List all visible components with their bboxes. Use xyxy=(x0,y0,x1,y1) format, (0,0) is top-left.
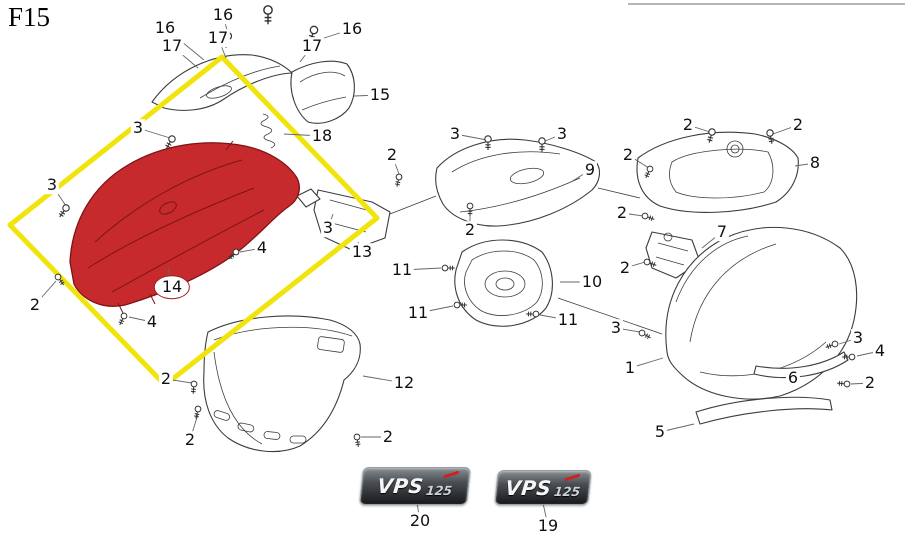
callout-6[interactable]: 6 xyxy=(785,368,801,388)
screw-icon xyxy=(190,380,198,394)
callout-17[interactable]: 17 xyxy=(299,36,325,56)
part-8-tray xyxy=(636,131,799,213)
screw-icon xyxy=(707,128,716,143)
callout-17[interactable]: 17 xyxy=(159,36,185,56)
part-6-strip xyxy=(753,351,849,379)
badge-text-sub: 125 xyxy=(553,484,581,499)
callout-3[interactable]: 3 xyxy=(608,318,624,338)
screw-icon xyxy=(194,405,202,419)
callout-2[interactable]: 2 xyxy=(617,258,633,278)
callout-4[interactable]: 4 xyxy=(254,238,270,258)
callout-2[interactable]: 2 xyxy=(680,115,696,135)
callout-12[interactable]: 12 xyxy=(391,373,417,393)
screw-icon xyxy=(842,353,856,361)
callout-16[interactable]: 16 xyxy=(339,19,365,39)
callout-4[interactable]: 4 xyxy=(144,312,160,332)
screw-icon xyxy=(228,248,240,260)
callout-2[interactable]: 2 xyxy=(380,427,396,447)
screw-icon xyxy=(484,135,492,150)
part-7-bracket xyxy=(645,231,701,279)
part-1-side-cover xyxy=(665,226,858,400)
spring-18 xyxy=(260,113,276,149)
callout-5[interactable]: 5 xyxy=(652,422,668,442)
callout-19[interactable]: 19 xyxy=(535,516,561,536)
callout-2[interactable]: 2 xyxy=(158,369,174,389)
callout-16[interactable]: 16 xyxy=(152,18,178,38)
badge-text-sub: 125 xyxy=(425,482,453,498)
callout-3[interactable]: 3 xyxy=(447,124,463,144)
callout-3[interactable]: 3 xyxy=(130,118,146,138)
callout-3[interactable]: 3 xyxy=(44,175,60,195)
callout-2[interactable]: 2 xyxy=(462,220,478,240)
callout-2[interactable]: 2 xyxy=(862,373,878,393)
screw-icon xyxy=(766,129,775,144)
callout-17[interactable]: 17 xyxy=(205,28,231,48)
callout-15[interactable]: 15 xyxy=(367,85,393,105)
callout-8[interactable]: 8 xyxy=(807,153,823,173)
callout-14[interactable]: 14 xyxy=(153,275,191,299)
screw-icon xyxy=(466,202,474,216)
callout-2[interactable]: 2 xyxy=(27,295,43,315)
badge-accent-stripe xyxy=(443,470,460,479)
callout-2[interactable]: 2 xyxy=(384,145,400,165)
badge-text-main: VPS xyxy=(376,474,425,498)
screw-icon xyxy=(825,340,839,349)
callout-13[interactable]: 13 xyxy=(349,242,375,262)
screw-icon xyxy=(58,204,70,218)
screw-icon xyxy=(353,433,361,447)
callout-7[interactable]: 7 xyxy=(714,222,730,242)
screw-icon xyxy=(54,273,65,286)
part-5-strip xyxy=(695,396,833,425)
callout-3[interactable]: 3 xyxy=(850,328,866,348)
callout-20[interactable]: 20 xyxy=(407,511,433,531)
callout-2[interactable]: 2 xyxy=(620,145,636,165)
assembly-line xyxy=(389,195,437,215)
part-15-cover xyxy=(290,60,355,124)
screw-icon xyxy=(263,5,273,25)
screw-icon xyxy=(837,380,851,388)
screw-icon xyxy=(441,264,455,272)
screw-icon xyxy=(638,329,651,340)
screw-icon xyxy=(538,137,546,152)
callout-2[interactable]: 2 xyxy=(182,430,198,450)
figure-code: F15 xyxy=(8,2,51,32)
callout-10[interactable]: 10 xyxy=(579,272,605,292)
callout-11[interactable]: 11 xyxy=(389,260,415,280)
screw-icon xyxy=(643,258,657,267)
screw-icons xyxy=(54,5,856,447)
callout-18[interactable]: 18 xyxy=(309,126,335,146)
part-12-cover xyxy=(203,315,361,453)
callout-11[interactable]: 11 xyxy=(405,303,431,323)
screw-icon xyxy=(165,135,176,149)
part-14-panel-highlighted[interactable] xyxy=(69,140,300,314)
badge-accent-stripe xyxy=(563,473,581,482)
callout-2[interactable]: 2 xyxy=(614,203,630,223)
assembly-line xyxy=(597,187,641,199)
screw-icon xyxy=(526,310,540,318)
callout-2[interactable]: 2 xyxy=(790,115,806,135)
callout-4[interactable]: 4 xyxy=(872,341,888,361)
screw-icon xyxy=(644,165,654,179)
callout-9[interactable]: 9 xyxy=(582,160,598,180)
part-9-panel xyxy=(435,138,601,227)
screw-icon xyxy=(118,312,128,326)
callout-11[interactable]: 11 xyxy=(555,310,581,330)
assembly-line xyxy=(557,297,663,335)
callout-3[interactable]: 3 xyxy=(320,218,336,238)
part-16-17-trim xyxy=(151,54,293,111)
callout-1[interactable]: 1 xyxy=(622,358,638,378)
callout-16[interactable]: 16 xyxy=(210,5,236,25)
callout-3[interactable]: 3 xyxy=(554,124,570,144)
screw-icon xyxy=(641,212,655,221)
badge-text-main: VPS xyxy=(504,475,553,500)
screw-icon xyxy=(395,173,403,187)
screw-icon xyxy=(453,301,467,309)
